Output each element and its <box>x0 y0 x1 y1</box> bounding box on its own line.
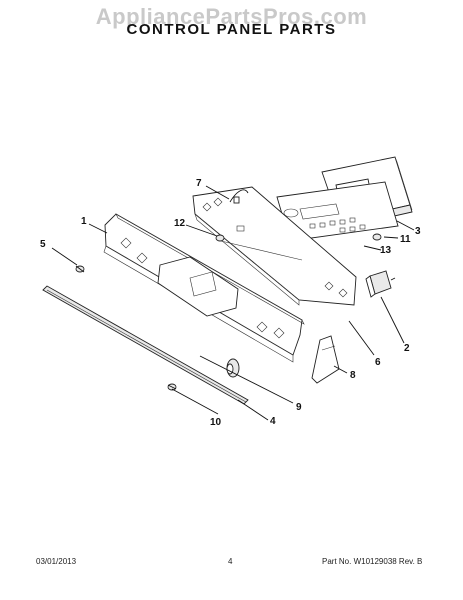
callout-4: 4 <box>270 416 276 427</box>
footer-page-number: 4 <box>228 557 233 566</box>
bottom-screw-part <box>167 383 177 391</box>
page-title: CONTROL PANEL PARTS <box>126 21 337 38</box>
callout-10: 10 <box>210 417 222 428</box>
callout-6: 6 <box>375 357 381 368</box>
trim-strip-part <box>42 285 249 405</box>
callout-8: 8 <box>350 370 356 381</box>
switch-part <box>365 270 396 298</box>
leader-lines <box>51 185 415 421</box>
callout-3: 3 <box>415 226 421 237</box>
footer-part-number: Part No. W10129038 Rev. B <box>322 557 423 566</box>
bracket-screw-part <box>215 234 225 242</box>
watermark: AppliancePartsPros.com <box>95 4 368 29</box>
callout-5: 5 <box>40 239 46 250</box>
control-panel-part <box>103 213 305 363</box>
panel-bracket-part <box>192 186 357 306</box>
callout-9: 9 <box>296 402 302 413</box>
screw-part <box>75 265 85 273</box>
callout-12: 12 <box>174 218 186 229</box>
callout-11: 11 <box>400 234 411 245</box>
callout-2: 2 <box>404 343 410 354</box>
board-screw-part <box>372 233 382 241</box>
wire-harness-part <box>229 189 249 204</box>
footer-date: 03/01/2013 <box>36 557 77 566</box>
callout-1: 1 <box>81 216 87 227</box>
knob-part <box>226 358 240 378</box>
callout-7: 7 <box>196 178 202 189</box>
callout-13: 13 <box>380 245 392 256</box>
end-cap-part <box>311 335 340 384</box>
